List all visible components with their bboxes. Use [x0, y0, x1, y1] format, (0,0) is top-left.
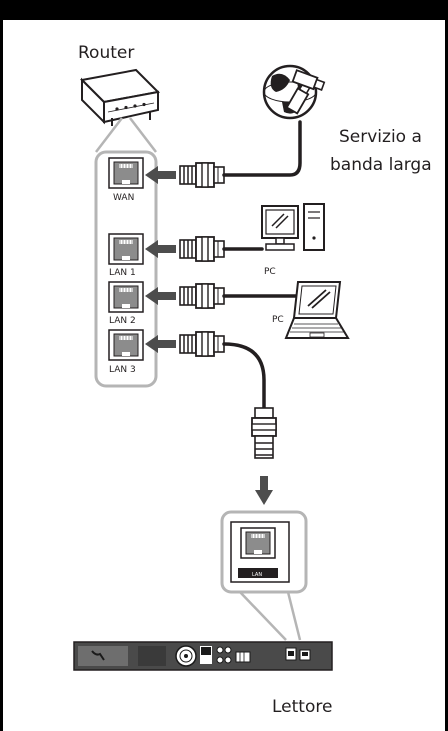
router-icon: [79, 68, 161, 126]
player-zoom-lines: [239, 591, 302, 641]
laptop-pc-icon: [284, 281, 350, 339]
lan3-plug: [179, 331, 225, 357]
lan1-jack: [108, 233, 144, 265]
lan2-plug: [179, 283, 225, 309]
lan2-jack: [108, 281, 144, 313]
wan-label: WAN: [113, 193, 134, 203]
broadband-globe-icon: [262, 64, 326, 120]
wan-plug: [179, 162, 225, 188]
player-rear-panel: [73, 641, 333, 671]
lan2-label: LAN 2: [109, 316, 136, 326]
broadband-label-line2: banda larga: [330, 155, 432, 175]
pc1-label: PC: [264, 267, 276, 277]
cables: [222, 120, 302, 410]
player-arrow: [255, 476, 273, 505]
player-lan-jack: [230, 521, 290, 583]
router-label: Router: [78, 43, 134, 63]
lan1-plug: [179, 236, 225, 262]
pc2-label: PC: [272, 315, 284, 325]
lan3-label: LAN 3: [109, 365, 136, 375]
port-arrows: [145, 166, 176, 353]
lan3-jack: [108, 329, 144, 361]
player-label: Lettore: [272, 697, 332, 717]
player-lan-label: LAN: [252, 572, 262, 578]
wan-jack: [108, 157, 144, 189]
lan1-label: LAN 1: [109, 268, 136, 278]
router-port-panel: [94, 150, 158, 388]
player-plug: [251, 407, 277, 459]
router-zoom-lines: [95, 117, 157, 153]
header-bar: [0, 0, 448, 20]
broadband-label-line1: Servizio a: [339, 127, 422, 147]
desktop-pc-icon: [261, 203, 325, 251]
